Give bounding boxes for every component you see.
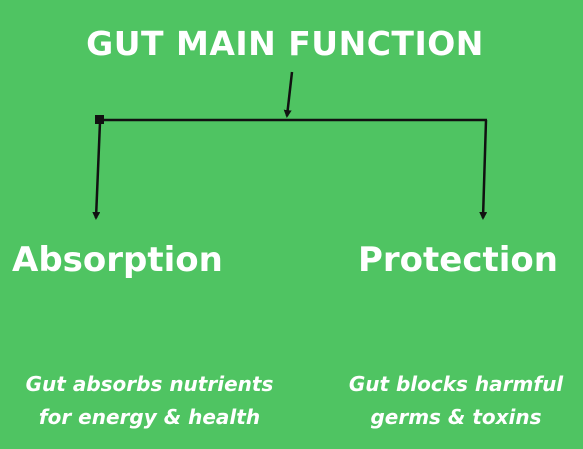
diagram-title: GUT MAIN FUNCTION — [86, 24, 484, 63]
bar-left-node — [95, 115, 104, 124]
absorption-description-line: Gut absorbs nutrients — [25, 372, 274, 396]
absorption-description-line: for energy & health — [38, 405, 261, 429]
branch-heading-absorption: Absorption — [12, 240, 223, 280]
protection-description-line: Gut blocks harmful — [348, 372, 564, 396]
branch-heading-protection: Protection — [358, 240, 558, 280]
absorption-description: Gut absorbs nutrients for energy & healt… — [2, 368, 297, 434]
left-branch-arrow — [92, 121, 102, 220]
title-to-bar-arrow — [283, 71, 294, 118]
right-branch-arrow — [479, 119, 488, 220]
protection-description-line: germs & toxins — [370, 405, 542, 429]
protection-description: Gut blocks harmful germs & toxins — [322, 368, 583, 434]
